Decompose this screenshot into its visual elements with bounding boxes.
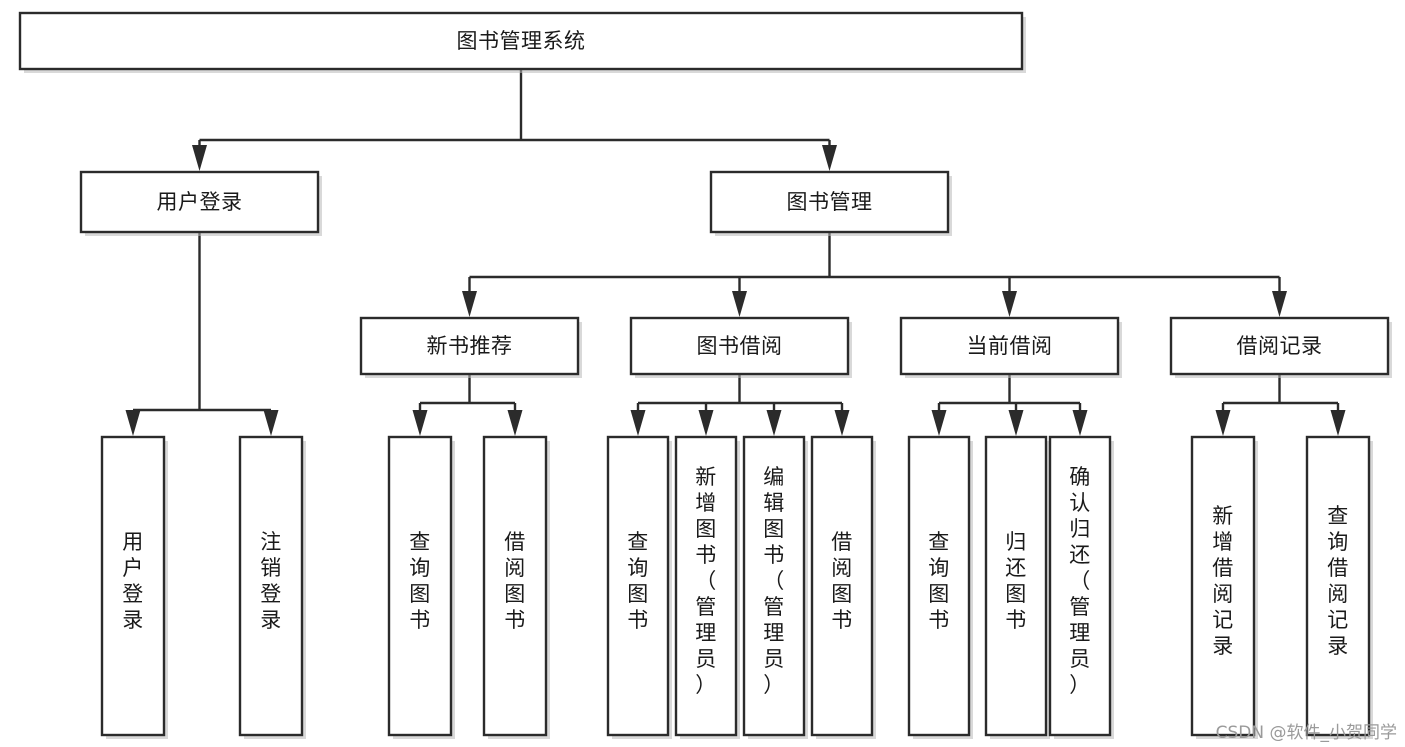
node-box [810, 435, 874, 737]
node-box [899, 316, 1120, 376]
node-label: 确认归还（管理员） [1069, 465, 1091, 697]
node-box [674, 435, 738, 737]
connector-group-book-manage [462, 232, 1287, 317]
node-book-manage[interactable]: 图书管理 [709, 170, 952, 236]
node-label: 新增图书（管理员） [695, 465, 717, 697]
node-box [100, 435, 166, 737]
node-label: 借阅记录 [1237, 334, 1323, 358]
connector-layer [125, 69, 1346, 436]
node-leaf-edit-book[interactable]: 编辑图书（管理员） [742, 435, 808, 739]
node-box [629, 316, 850, 376]
node-book-borrow[interactable]: 图书借阅 [629, 316, 852, 378]
node-box [238, 435, 304, 737]
node-label: 归还图书 [1005, 530, 1027, 632]
csdn-watermark: CSDN @软件_小贺同学 [1215, 723, 1397, 743]
node-label: 借阅图书 [504, 530, 526, 632]
node-box [709, 170, 950, 234]
node-leaf-query-book-1[interactable]: 查询图书 [387, 435, 455, 739]
node-label: 用户登录 [157, 190, 243, 214]
node-root[interactable]: 图书管理系统 [18, 11, 1026, 73]
node-box [742, 435, 806, 737]
node-box [79, 170, 320, 234]
connector-group-book-borrow [630, 374, 850, 436]
connector-group-root [192, 69, 837, 171]
node-leaf-borrow-book-2[interactable]: 借阅图书 [810, 435, 876, 739]
node-label: 当前借阅 [967, 334, 1053, 358]
node-leaf-query-record[interactable]: 查询借阅记录 [1305, 435, 1373, 739]
connector-group-new-book-rec [412, 374, 523, 436]
node-leaf-borrow-book-1[interactable]: 借阅图书 [482, 435, 550, 739]
node-label: 借阅图书 [831, 530, 853, 632]
node-label: 用户登录 [122, 530, 144, 632]
connector-group-user-login [125, 232, 279, 436]
node-leaf-add-record[interactable]: 新增借阅记录 [1190, 435, 1258, 739]
node-label: 查询图书 [409, 530, 431, 632]
node-box [984, 435, 1048, 737]
node-box [359, 316, 580, 376]
node-current-borrow[interactable]: 当前借阅 [899, 316, 1122, 378]
node-box [18, 11, 1024, 71]
node-leaf-logout[interactable]: 注销登录 [238, 435, 306, 739]
node-box [482, 435, 548, 737]
node-box [387, 435, 453, 737]
node-leaf-query-book-2[interactable]: 查询图书 [606, 435, 672, 739]
connector-group-current-borrow [931, 374, 1088, 436]
node-box [1169, 316, 1390, 376]
node-label: 查询图书 [627, 530, 649, 632]
node-borrow-record[interactable]: 借阅记录 [1169, 316, 1392, 378]
node-label: 编辑图书（管理员） [763, 465, 785, 697]
node-leaf-user-login[interactable]: 用户登录 [100, 435, 168, 739]
node-label: 查询借阅记录 [1327, 504, 1349, 658]
node-box [907, 435, 971, 737]
node-leaf-query-book-3[interactable]: 查询图书 [907, 435, 973, 739]
node-box [1305, 435, 1371, 737]
node-box [606, 435, 670, 737]
node-label: 查询图书 [928, 530, 950, 632]
node-new-book-rec[interactable]: 新书推荐 [359, 316, 582, 378]
node-leaf-confirm-return[interactable]: 确认归还（管理员） [1048, 435, 1114, 739]
node-user-login[interactable]: 用户登录 [79, 170, 322, 236]
node-label: 新书推荐 [427, 334, 513, 358]
node-label: 图书借阅 [697, 334, 783, 358]
node-layer: 图书管理系统用户登录图书管理新书推荐图书借阅当前借阅借阅记录用户登录注销登录查询… [18, 11, 1392, 739]
node-leaf-return-book[interactable]: 归还图书 [984, 435, 1050, 739]
connector-group-borrow-record [1215, 374, 1346, 436]
node-label: 图书管理系统 [457, 29, 586, 53]
node-leaf-add-book[interactable]: 新增图书（管理员） [674, 435, 740, 739]
node-box [1048, 435, 1112, 737]
node-label: 注销登录 [260, 530, 282, 632]
node-box [1190, 435, 1256, 737]
node-label: 新增借阅记录 [1212, 504, 1234, 658]
node-label: 图书管理 [787, 190, 873, 214]
